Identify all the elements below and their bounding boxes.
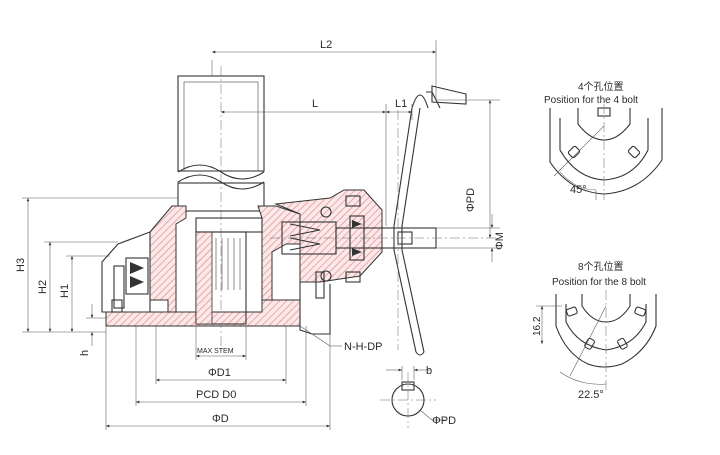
dim-D: ΦD xyxy=(212,413,229,425)
bolt8-view: 8个孔位置 Position for the 8 bolt 16.2 22.5° xyxy=(532,260,657,401)
dim-L: L xyxy=(312,98,318,110)
label-N-H-DP: N-H-DP xyxy=(344,341,383,353)
dim-max-stem: MAX STEM xyxy=(197,348,234,355)
bolt8-offset: 16.2 xyxy=(532,316,543,336)
dim-PD-small: ΦPD xyxy=(432,415,456,427)
dim-H3: H3 xyxy=(15,258,27,272)
base-bolts xyxy=(111,271,325,313)
dim-L1: L1 xyxy=(395,98,407,110)
bolt4-title-en: Position for the 4 bolt xyxy=(544,95,638,106)
shaft-keyway-detail: b ΦPD xyxy=(380,365,456,428)
dim-D1: ΦD1 xyxy=(208,367,231,379)
main-section-view xyxy=(101,66,500,356)
dimensions: L2 L L1 ΦPD ΦM H3 H2 H1 xyxy=(15,39,506,430)
dim-M: ΦM xyxy=(494,232,506,250)
dim-H2: H2 xyxy=(37,280,49,294)
bolt8-title-en: Position for the 8 bolt xyxy=(552,277,646,288)
worm-wheel xyxy=(195,217,263,325)
bolt8-angle: 22.5° xyxy=(578,389,604,401)
dim-D0: PCD D0 xyxy=(196,389,236,401)
dim-h: h xyxy=(79,350,91,356)
bolt4-title-cn: 4个孔位置 xyxy=(578,80,624,93)
bolt8-title-cn: 8个孔位置 xyxy=(578,260,624,273)
gearbox-housing xyxy=(105,189,383,335)
dim-L2: L2 xyxy=(320,39,332,51)
bolt4-angle: 45° xyxy=(570,184,587,196)
dim-b: b xyxy=(426,365,432,377)
left-bearing-housing xyxy=(101,231,151,313)
dim-PD-top: ΦPD xyxy=(465,188,477,212)
bolt4-view: 4个孔位置 Position for the 4 bolt 45° xyxy=(544,80,663,200)
dim-H1: H1 xyxy=(59,284,71,298)
handwheel xyxy=(393,85,467,356)
